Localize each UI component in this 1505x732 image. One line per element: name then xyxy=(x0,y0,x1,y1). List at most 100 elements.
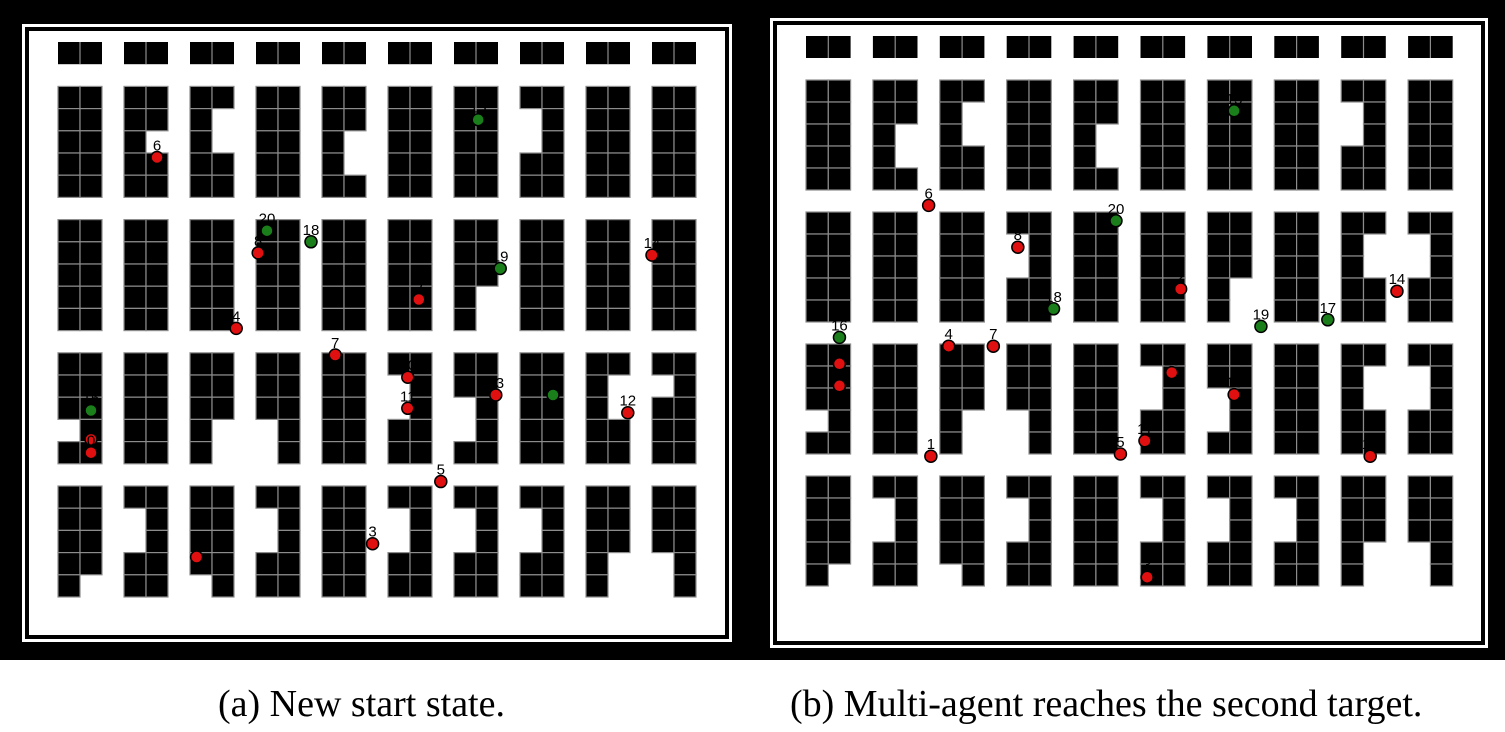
shelf-cell xyxy=(673,507,697,532)
shelf-cell xyxy=(387,85,411,110)
shelf-cell xyxy=(255,130,279,154)
shelf-cell xyxy=(277,574,301,598)
shelf-cell xyxy=(607,529,631,554)
shelf-cell xyxy=(1162,409,1186,433)
shelf-cell xyxy=(57,130,81,154)
shelf-cell xyxy=(79,241,103,265)
shelf-cell xyxy=(651,152,675,176)
shelf-cell xyxy=(475,529,499,554)
shelf-cell xyxy=(1429,101,1454,125)
shelf-block xyxy=(57,85,103,198)
shelf-cell xyxy=(189,85,213,110)
shelf-cell xyxy=(673,485,697,509)
shelf-cell xyxy=(453,551,477,576)
shelf-cell xyxy=(255,263,279,287)
shelf-cell xyxy=(409,107,433,132)
shelf-cell xyxy=(1006,277,1030,301)
shelf-cell xyxy=(1295,123,1320,147)
shelf-cell xyxy=(1206,145,1231,169)
agent-marker xyxy=(1321,313,1335,327)
shelf-cell xyxy=(1407,277,1431,301)
target-marker xyxy=(84,432,98,447)
shelf-cell xyxy=(79,174,103,198)
shelf-cell xyxy=(1006,343,1030,367)
shelf-cell xyxy=(805,167,829,191)
shelf-cell xyxy=(519,418,543,443)
shelf-cell xyxy=(277,418,301,443)
shelf-cell xyxy=(1162,79,1186,103)
shelf-cell xyxy=(651,418,675,443)
shelf-cell xyxy=(123,219,147,243)
shelf-cell xyxy=(1273,365,1298,389)
shelf-cell xyxy=(519,263,543,287)
shelf-cell xyxy=(961,277,986,301)
shelf-cell xyxy=(961,497,986,521)
shelf-block xyxy=(255,219,301,332)
shelf-cell xyxy=(1028,167,1052,191)
target-marker xyxy=(150,150,164,165)
shelf-cell xyxy=(211,551,235,576)
shelf-cell xyxy=(1162,299,1186,323)
shelf-cell xyxy=(805,123,829,147)
target-label: 5 xyxy=(437,462,445,479)
shelf-cell xyxy=(585,551,609,576)
shelf-block xyxy=(123,219,169,332)
target-marker xyxy=(621,405,635,420)
shelf-block xyxy=(189,352,235,465)
shelf-cell xyxy=(343,263,367,287)
shelf-block xyxy=(123,485,169,598)
shelf-cell xyxy=(277,241,301,265)
agent-marker xyxy=(546,388,560,402)
shelf-cell xyxy=(1407,123,1431,147)
shelf-cell xyxy=(145,307,169,332)
shelf-cell xyxy=(343,85,367,110)
shelf-cell xyxy=(872,409,896,433)
map-border xyxy=(25,27,729,639)
target-label: 13 xyxy=(487,375,504,392)
shelf-cell xyxy=(1028,409,1052,433)
shelf-cell xyxy=(321,418,345,443)
shelf-cell xyxy=(189,352,213,376)
shelf-cell xyxy=(453,174,477,198)
shelf-cell xyxy=(961,343,986,367)
shelf-cell xyxy=(1362,101,1387,125)
shelf-cell xyxy=(1407,431,1431,455)
shelf-cell xyxy=(211,529,235,554)
shelf-cell xyxy=(519,285,543,310)
shelf-cell xyxy=(1362,277,1387,301)
shelf-cell xyxy=(211,485,235,509)
shelf-cell xyxy=(1073,365,1097,389)
target-label: 1 xyxy=(927,436,935,453)
shelf-cell xyxy=(827,541,852,565)
shelf-block xyxy=(1273,343,1320,455)
shelf-cell xyxy=(1229,431,1253,455)
shelf-cell xyxy=(541,152,565,176)
shelf-cell xyxy=(1362,167,1387,191)
shelf-block xyxy=(585,85,631,198)
shelf-cell xyxy=(872,475,896,499)
map-border xyxy=(773,21,1485,645)
shelf-cell xyxy=(805,519,829,543)
shelf-cell xyxy=(1229,475,1253,499)
shelf-cell xyxy=(1295,299,1320,323)
shelf-cell xyxy=(1229,343,1253,367)
target-marker xyxy=(189,550,204,564)
shelf-cell xyxy=(1073,277,1097,301)
shelf-cell xyxy=(939,145,963,169)
shelf-cell xyxy=(541,418,565,443)
target-label: 12 xyxy=(1362,436,1379,453)
shelf-cell xyxy=(519,441,543,465)
shelf-cell xyxy=(585,352,609,376)
shelf-cell xyxy=(1028,233,1052,257)
shelf-cell xyxy=(321,374,345,398)
shelf-cell xyxy=(1229,255,1253,279)
target-label: 10 xyxy=(399,357,416,374)
shelf-cell xyxy=(541,130,565,154)
shelf-cell xyxy=(1095,497,1119,521)
shelf-cell xyxy=(939,431,963,455)
shelf-cell xyxy=(1295,563,1320,587)
target-marker xyxy=(1390,284,1404,298)
shelf-cell xyxy=(409,152,433,176)
shelf-cell xyxy=(541,507,565,532)
shelf-cell xyxy=(961,563,986,587)
